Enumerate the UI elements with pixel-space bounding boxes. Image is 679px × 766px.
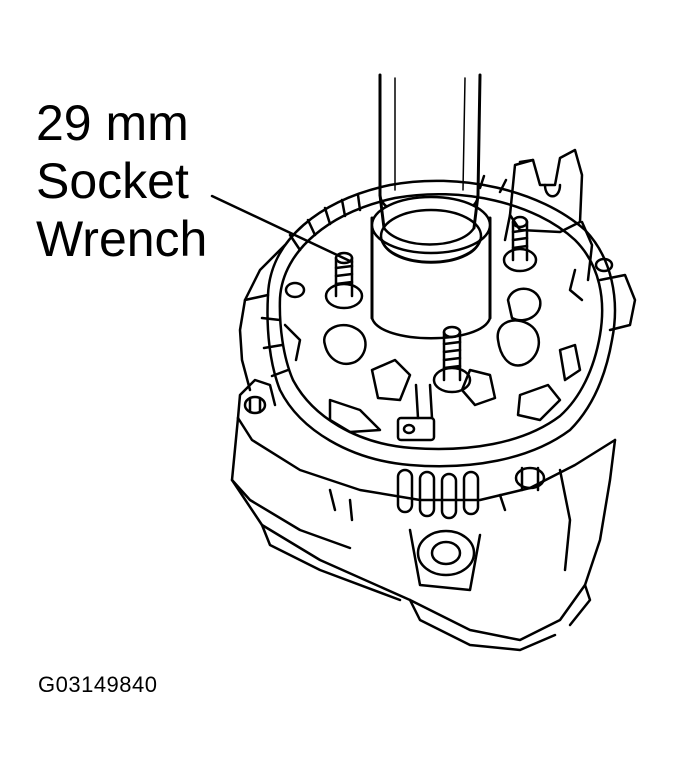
terminal-studs bbox=[324, 215, 538, 394]
left-mounting-ear bbox=[236, 378, 277, 420]
callout-line-2: Socket bbox=[36, 153, 189, 209]
socket-wrench bbox=[370, 73, 492, 340]
callout-line-1: 29 mm bbox=[36, 95, 189, 151]
terminal-bracket bbox=[503, 148, 594, 282]
socket-wrench-callout: 29 mm Socket Wrench bbox=[36, 94, 207, 268]
alternator-housing-base bbox=[230, 416, 617, 652]
callout-line-3: Wrench bbox=[36, 211, 208, 267]
rear-cover-openings bbox=[283, 268, 584, 442]
figure-identifier: G03149840 bbox=[38, 672, 158, 697]
callout-leader-line bbox=[210, 194, 354, 264]
rear-cover-ring bbox=[238, 174, 637, 468]
